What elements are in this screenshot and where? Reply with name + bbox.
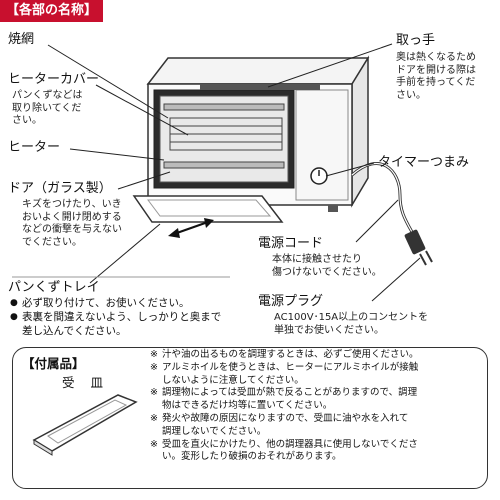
heater-top xyxy=(163,103,285,111)
handle-note: 奥は熱くなるため ドアを開ける際は 手前を持ってくだ さい。 xyxy=(396,52,476,101)
rack xyxy=(169,117,283,151)
crumb-note-2-cont: 差し込んでください。 xyxy=(22,325,127,337)
door-handle xyxy=(200,84,320,90)
leader-lines xyxy=(47,43,421,302)
door-note: キズをつけたり、いき おいよく開け閉めする などの衝撃を与えない でください。 xyxy=(22,199,122,248)
power-cord-note: 本体に接触させたり 傷つけないでください。 xyxy=(272,254,382,278)
ukezara-label: 受 皿 xyxy=(62,375,109,390)
label-yakiami: 焼網 xyxy=(8,32,35,47)
plug-note: AC100V･15A以上のコンセントを 単独でお使いください。 xyxy=(274,312,429,336)
accessories-box xyxy=(12,347,488,489)
label-power-cord: 電源コード xyxy=(258,236,324,251)
crumb-note-2: 表裏を間違えないよう、しっかりと奥まで xyxy=(10,310,221,324)
label-plug: 電源プラグ xyxy=(258,294,324,309)
toaster-top xyxy=(146,57,370,85)
crumb-note-1: 必ず取り付けて、お使いください。 xyxy=(10,296,221,310)
toaster-side xyxy=(351,55,369,208)
label-handle: 取っ手 xyxy=(396,33,436,48)
ukezara-drawing xyxy=(32,394,138,456)
heater-bottom xyxy=(163,161,285,169)
label-timer: タイマーつまみ xyxy=(378,155,470,170)
label-heater-cover: ヒーターカバー xyxy=(8,72,100,87)
power-plug xyxy=(404,229,433,266)
tray-arrow xyxy=(168,218,214,238)
heater-cover-note: パンくずなどは 取り除いてくだ さい。 xyxy=(12,90,83,126)
label-heater: ヒーター xyxy=(8,140,61,155)
section-title: 【各部の名称】 xyxy=(0,0,104,22)
crumb-tray-notes: 必ず取り付けて、お使いください。 表裏を間違えないよう、しっかりと奥まで 差し込… xyxy=(10,296,221,338)
label-crumb-tray: パンくずトレイ xyxy=(8,280,100,295)
accessories-title: 【付属品】 xyxy=(22,356,85,371)
label-door: ドア（ガラス製） xyxy=(8,181,112,196)
accessories-notes: ※汁や油の出るものを調理するときは、必ずご使用ください。 ※アルミホイルを使うと… xyxy=(150,349,419,463)
